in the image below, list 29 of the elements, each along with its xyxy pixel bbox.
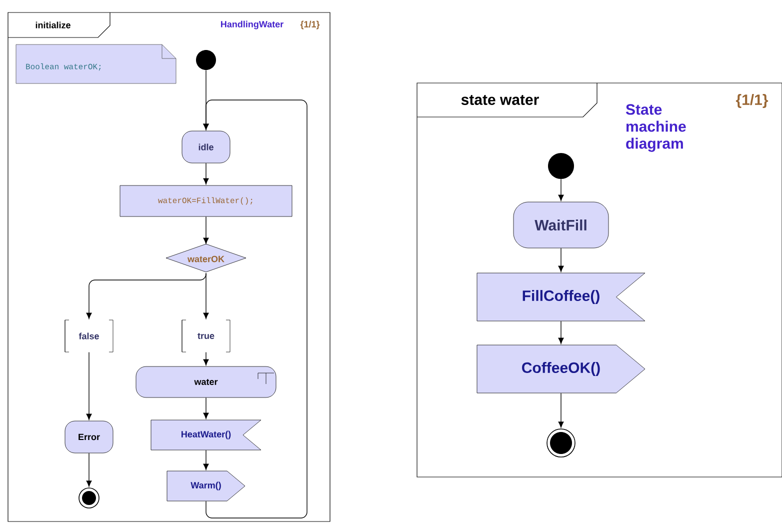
initial-state [548, 153, 574, 179]
arrow [203, 216, 209, 244]
receive-signal: FillCoffee() [476, 272, 646, 322]
arrow [203, 272, 209, 319]
send-signal: Warm() [166, 470, 246, 502]
arrow [86, 452, 92, 487]
state-box: WaitFill [513, 202, 609, 248]
receive-signal: HeatWater() [150, 420, 262, 450]
initial-state [196, 50, 216, 70]
action-box: waterOK=FillWater(); [120, 185, 292, 217]
composite-state: water [136, 366, 276, 398]
arrow [203, 100, 308, 518]
arrow [203, 450, 209, 470]
guard: true [182, 320, 230, 352]
arrow [203, 352, 209, 366]
note: Boolean waterOK; [16, 44, 176, 84]
arrow [558, 320, 564, 344]
arrow [203, 397, 209, 419]
final-state [78, 488, 100, 508]
guard: false [64, 320, 114, 352]
arrow [203, 162, 209, 184]
state-box: Error [64, 420, 114, 454]
arrow [558, 178, 564, 201]
final-state [546, 428, 576, 458]
state-box: idle [182, 130, 230, 164]
arrow [86, 352, 92, 420]
arrow [558, 248, 564, 272]
arrow [558, 392, 564, 428]
send-signal: CoffeeOK() [476, 344, 646, 394]
